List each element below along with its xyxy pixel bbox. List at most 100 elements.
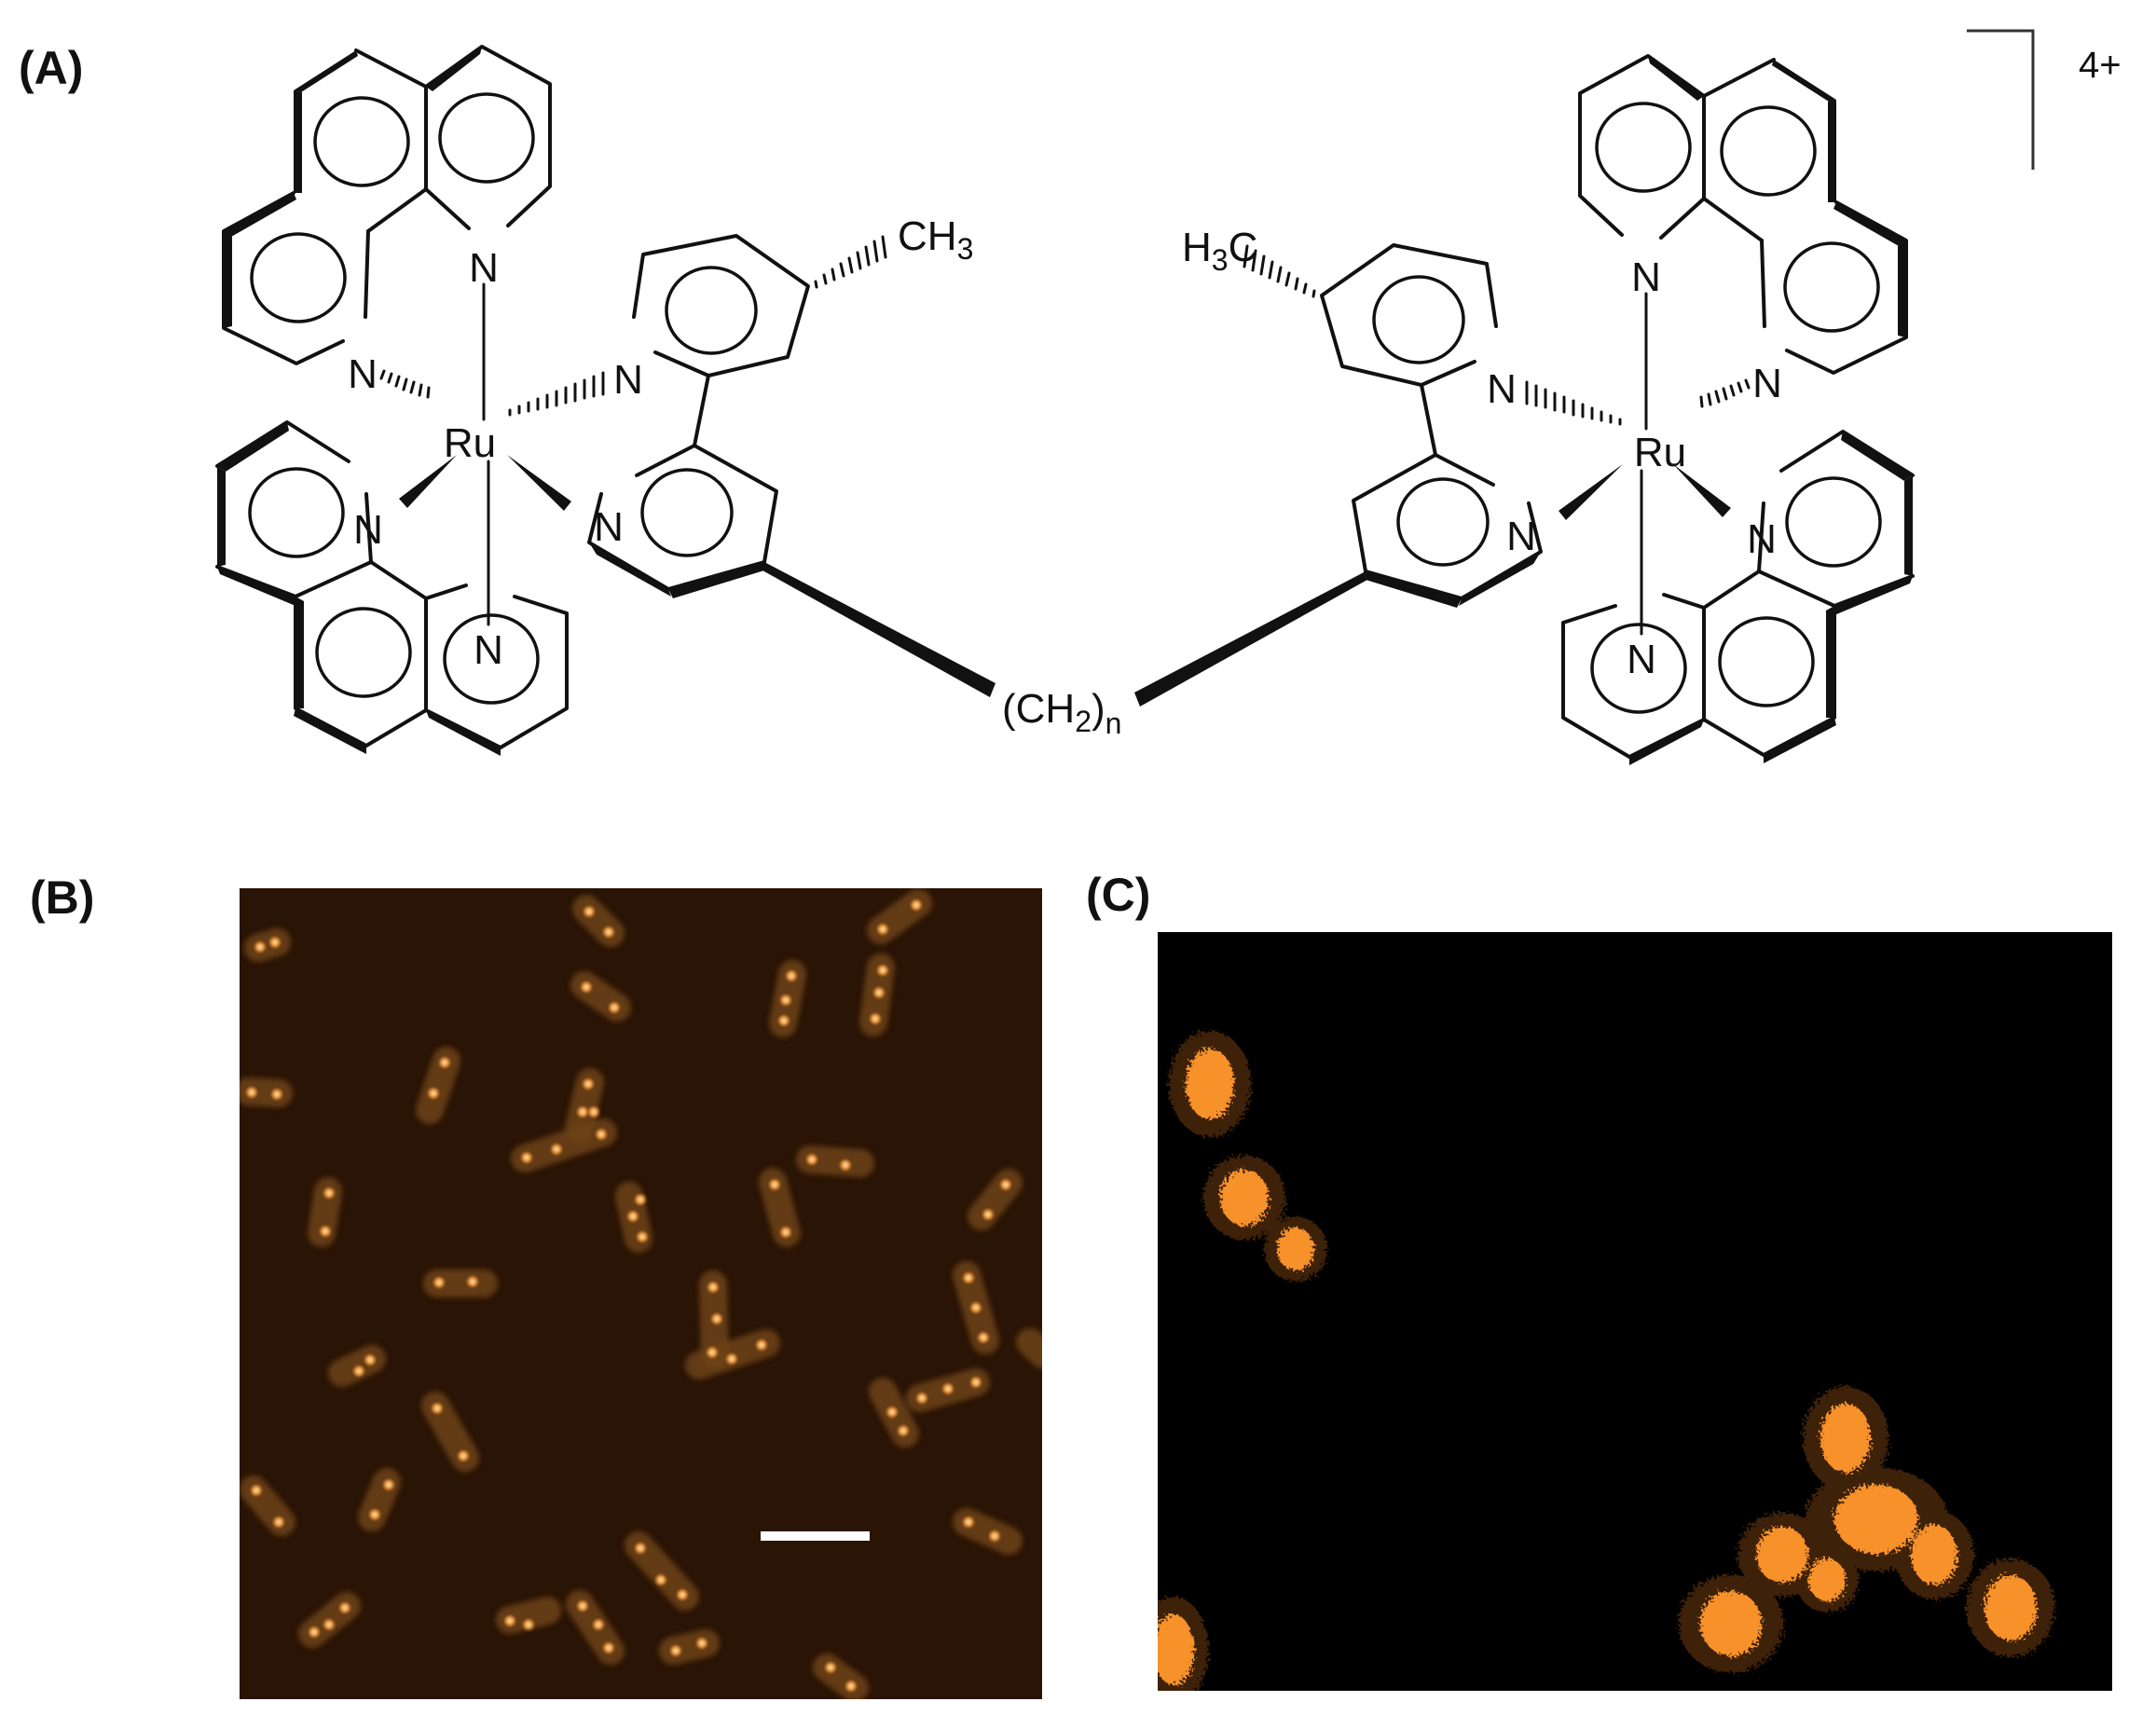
fluorescent-spot (968, 1375, 983, 1390)
localization-cluster (1984, 1575, 2037, 1640)
localization-cluster (1277, 1228, 1314, 1270)
fluorescent-spot (844, 1679, 858, 1694)
fluorescent-spot (635, 1229, 650, 1244)
fluorescent-spot (885, 1405, 899, 1420)
fluorescent-spot (754, 1338, 769, 1352)
bacterium-cell (625, 1531, 699, 1611)
fluorescent-spot (868, 1011, 883, 1026)
fluorescent-spot (914, 1391, 929, 1406)
fluorescent-spot (249, 1483, 264, 1498)
fluorescent-spot (668, 1643, 683, 1658)
fluorescent-spot (269, 1087, 284, 1102)
fluorescent-spot (351, 1364, 366, 1379)
fluorescent-spot (633, 1541, 648, 1556)
localization-cluster (1834, 1485, 1918, 1554)
fluorescent-spot (706, 1280, 721, 1295)
fluorescent-spot (653, 1572, 668, 1587)
bacterium-cell (511, 1118, 617, 1173)
fluorescent-spot (594, 1127, 609, 1142)
panel-label-a: (A) (19, 42, 84, 94)
fluorescent-spot (456, 1448, 471, 1463)
metal-label: Ru (444, 420, 496, 466)
fluorescent-spot (244, 1085, 259, 1100)
localization-cluster (1756, 1527, 1808, 1583)
donor-n-label: N (348, 351, 378, 397)
fluorescent-spot (823, 1660, 838, 1675)
reconstruction-background (1158, 932, 2112, 1691)
fluorescent-spot (987, 1529, 1002, 1544)
fluorescent-spot (778, 1225, 793, 1240)
localization-cluster (1911, 1525, 1957, 1585)
donor-n-label: N (1506, 514, 1536, 559)
donor-n-label: N (474, 627, 503, 673)
fluorescent-spot (322, 1617, 336, 1632)
fluorescent-spot (872, 985, 886, 1000)
ruthenium-center-right (1133, 54, 1915, 767)
fluorescent-spot (778, 993, 793, 1008)
panel-label-b: (B) (30, 871, 95, 924)
fluorescent-spot (633, 1192, 648, 1207)
fluorescent-spot (432, 1275, 446, 1290)
ruthenium-center-left: Ru N N N N N N CH3 (215, 45, 997, 758)
fluorescent-spot (502, 1613, 517, 1628)
fluorescent-spot (337, 1600, 352, 1615)
fluorescent-spot (784, 968, 799, 983)
donor-n-label: N (469, 245, 499, 291)
fluorescent-spot (367, 1507, 382, 1522)
fluorescent-spot (961, 1270, 976, 1285)
fluorescent-spot (426, 1086, 441, 1101)
fluorescent-spot (941, 1381, 955, 1396)
localization-clusters (1158, 1049, 2037, 1685)
fluorescent-spot (322, 1186, 336, 1201)
fluorescent-spot (465, 1274, 480, 1289)
donor-n-label: N (1752, 361, 1782, 406)
fluorescent-spot (381, 1477, 396, 1492)
fluorescent-spot (318, 1224, 333, 1239)
fluorescent-spot (804, 1152, 819, 1167)
fluorescent-spot (709, 1311, 724, 1326)
fluorescent-spot (575, 1599, 590, 1613)
bacterium-cell (1016, 1328, 1042, 1368)
fluorescent-spot (601, 1640, 616, 1655)
fluorescent-spot (694, 1636, 709, 1651)
fluorescent-spot (909, 898, 924, 913)
localization-cluster (1158, 1614, 1194, 1685)
fluorescent-spot (575, 1105, 590, 1119)
fluorescent-spot (976, 1330, 991, 1345)
fluorescent-spot (607, 1000, 622, 1015)
complex-charge: 4+ (2079, 45, 2122, 86)
fluorescent-spot (430, 1401, 445, 1416)
fluorescent-spot (437, 1055, 452, 1070)
charge-bracket (1967, 29, 2035, 170)
fluorescent-spot (981, 1207, 996, 1222)
fluorescent-spot (521, 1617, 536, 1632)
donor-n-label: N (353, 507, 383, 553)
fluorescent-spot (675, 1587, 690, 1602)
dinuclear-ruthenium-complex-structure: Ru N N N N N N CH3 Ru N N N N N N H3C (C… (215, 29, 2035, 767)
fluorescent-spot (875, 963, 890, 978)
donor-n-label: N (1487, 366, 1517, 412)
donor-n-label: N (1627, 637, 1656, 682)
fluorescent-spot (271, 1515, 286, 1530)
localization-cluster (1700, 1591, 1762, 1656)
fluorescent-spot (591, 1617, 606, 1632)
donor-n-label: N (1631, 254, 1661, 300)
fluorescent-spot (998, 1177, 1013, 1192)
fluorescent-spot (268, 935, 282, 950)
fluorescent-spot (875, 922, 890, 937)
methyl-label-right: H3C (1182, 225, 1257, 277)
fluorescent-spot (586, 1105, 601, 1119)
right-labels: Ru N N N N N N H3C (1182, 225, 1782, 682)
fluorescent-spot (961, 1515, 976, 1530)
fluorescent-spot (363, 1352, 378, 1367)
fluorescent-spot (724, 1352, 739, 1366)
fluorescent-spot (705, 1345, 720, 1360)
fluorescent-spot (253, 940, 268, 954)
fluorescent-spot (519, 1150, 534, 1165)
fluorescent-spot (776, 1013, 791, 1028)
panel-label-c: (C) (1086, 869, 1151, 921)
fluorescent-spot (549, 1142, 564, 1157)
super-resolution-panel (1158, 932, 2112, 1691)
localization-cluster (1186, 1049, 1234, 1119)
fluorescent-spot (625, 1209, 640, 1224)
